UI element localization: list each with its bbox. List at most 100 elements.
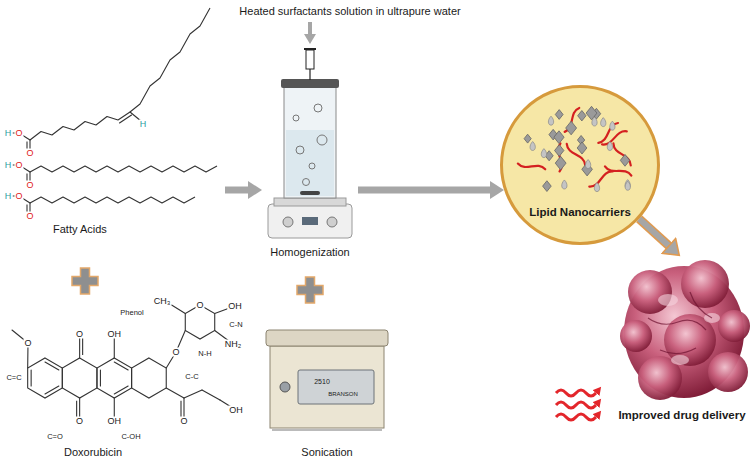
stirrer-knob — [283, 217, 293, 227]
bubble — [317, 135, 327, 145]
carbon-chain — [30, 166, 217, 172]
drug-droplet — [585, 160, 590, 169]
stirrer-plate — [274, 198, 346, 206]
arrow-shaft — [358, 187, 490, 194]
bond-line — [170, 304, 185, 314]
drug-droplet — [601, 118, 606, 127]
group-annotation: N-H — [197, 350, 212, 358]
bond-line — [31, 370, 32, 386]
bond-line — [45, 362, 59, 370]
ring — [28, 358, 63, 398]
drug-droplet — [548, 116, 553, 125]
tumor-highlight — [671, 355, 689, 365]
drug-droplet — [562, 180, 567, 189]
plus-symbol — [72, 268, 98, 294]
atom-label: O — [14, 129, 23, 138]
sonicator-rim — [266, 330, 388, 346]
atom-label: OH — [107, 330, 123, 339]
bubble — [296, 146, 304, 154]
node-label: Heated surfactants solution in ultrapure… — [239, 5, 460, 19]
bond-line — [114, 362, 128, 370]
drug-droplet — [625, 181, 630, 190]
lipid-strand — [613, 143, 630, 165]
atom-label: O — [75, 330, 84, 339]
drug-crystal — [577, 142, 587, 154]
atom-label: OH — [227, 302, 243, 311]
atom-label: O — [195, 301, 204, 310]
outcome-panel: Improved drug delivery — [612, 256, 752, 426]
bond-line — [82, 337, 83, 355]
bubble — [303, 179, 310, 186]
ring — [97, 358, 132, 398]
flow-arrow — [358, 190, 490, 191]
process-step: Homogenization — [262, 44, 358, 262]
tumor-vessel — [660, 348, 696, 354]
atom-label: NH₂ — [224, 340, 243, 349]
node-label: Doxorubicin — [64, 446, 122, 460]
drug-crystal — [555, 110, 563, 120]
group-annotation: C-C — [184, 373, 199, 381]
group-annotation: C-N — [228, 321, 243, 329]
doxorubicin-structure — [12, 304, 236, 421]
tumor-vessel — [690, 292, 712, 318]
input-label: Heated surfactants solution in ultrapure… — [225, 0, 475, 22]
node-label: Improved drug delivery — [618, 408, 745, 422]
bond-line — [45, 386, 59, 394]
atom-label: H — [4, 161, 13, 170]
process-step: Sonication — [262, 318, 392, 462]
arrow-shaft — [639, 219, 669, 246]
bubble — [314, 104, 322, 112]
drug-droplet — [592, 117, 597, 126]
heat-arrow — [556, 402, 596, 408]
beaker-liquid — [286, 130, 334, 196]
atom-label: O — [25, 181, 34, 190]
stirrer-knob — [327, 217, 337, 227]
bubble — [309, 163, 315, 169]
arrow-shaft — [225, 187, 248, 194]
atom-label: OH — [228, 406, 244, 415]
bond-line — [166, 388, 184, 398]
atom-label: O — [25, 149, 34, 158]
atom-label: O — [75, 417, 84, 426]
drug-crystal — [566, 121, 577, 135]
drug-droplet — [530, 141, 535, 150]
atom-label: O — [23, 339, 32, 348]
illustration-panel: Fatty Acids — [5, 0, 225, 240]
group-annotation: C=O — [46, 433, 64, 441]
bond-line — [114, 386, 128, 394]
atom-label: H — [139, 120, 148, 129]
homogenizer-illustration — [268, 48, 352, 238]
atom-label: O — [14, 192, 23, 201]
tumor-lobe — [718, 310, 750, 342]
drug-droplet — [610, 121, 615, 130]
heat-arrow — [556, 414, 596, 420]
atom-label: H — [4, 192, 13, 201]
beaker-glass — [284, 86, 336, 198]
carbon-chain — [30, 197, 195, 203]
plus-symbol — [297, 277, 323, 303]
sonicator-shadow — [272, 429, 382, 431]
bond-line — [184, 390, 202, 398]
ring — [62, 358, 97, 398]
lipid-strand — [518, 164, 545, 170]
nanocarrier-art — [500, 85, 660, 245]
ring — [132, 358, 167, 398]
arrow-shaft — [308, 22, 312, 34]
drug-crystal — [555, 156, 566, 170]
group-annotation: C=C — [5, 374, 22, 382]
drug-crystal — [554, 131, 564, 144]
sonicator-panel — [298, 370, 374, 404]
heat-arrow — [556, 390, 596, 396]
node-label: Sonication — [301, 446, 352, 460]
drug-droplet — [607, 141, 612, 150]
tumor-lobe — [628, 270, 672, 314]
sonicator-illustration — [266, 330, 388, 430]
node-label: Fatty Acids — [53, 223, 107, 237]
lipid-strand — [589, 171, 612, 186]
tumor-lobe — [708, 352, 748, 392]
sonicator-knob — [280, 382, 290, 392]
group-annotation: C-OH — [120, 433, 141, 441]
